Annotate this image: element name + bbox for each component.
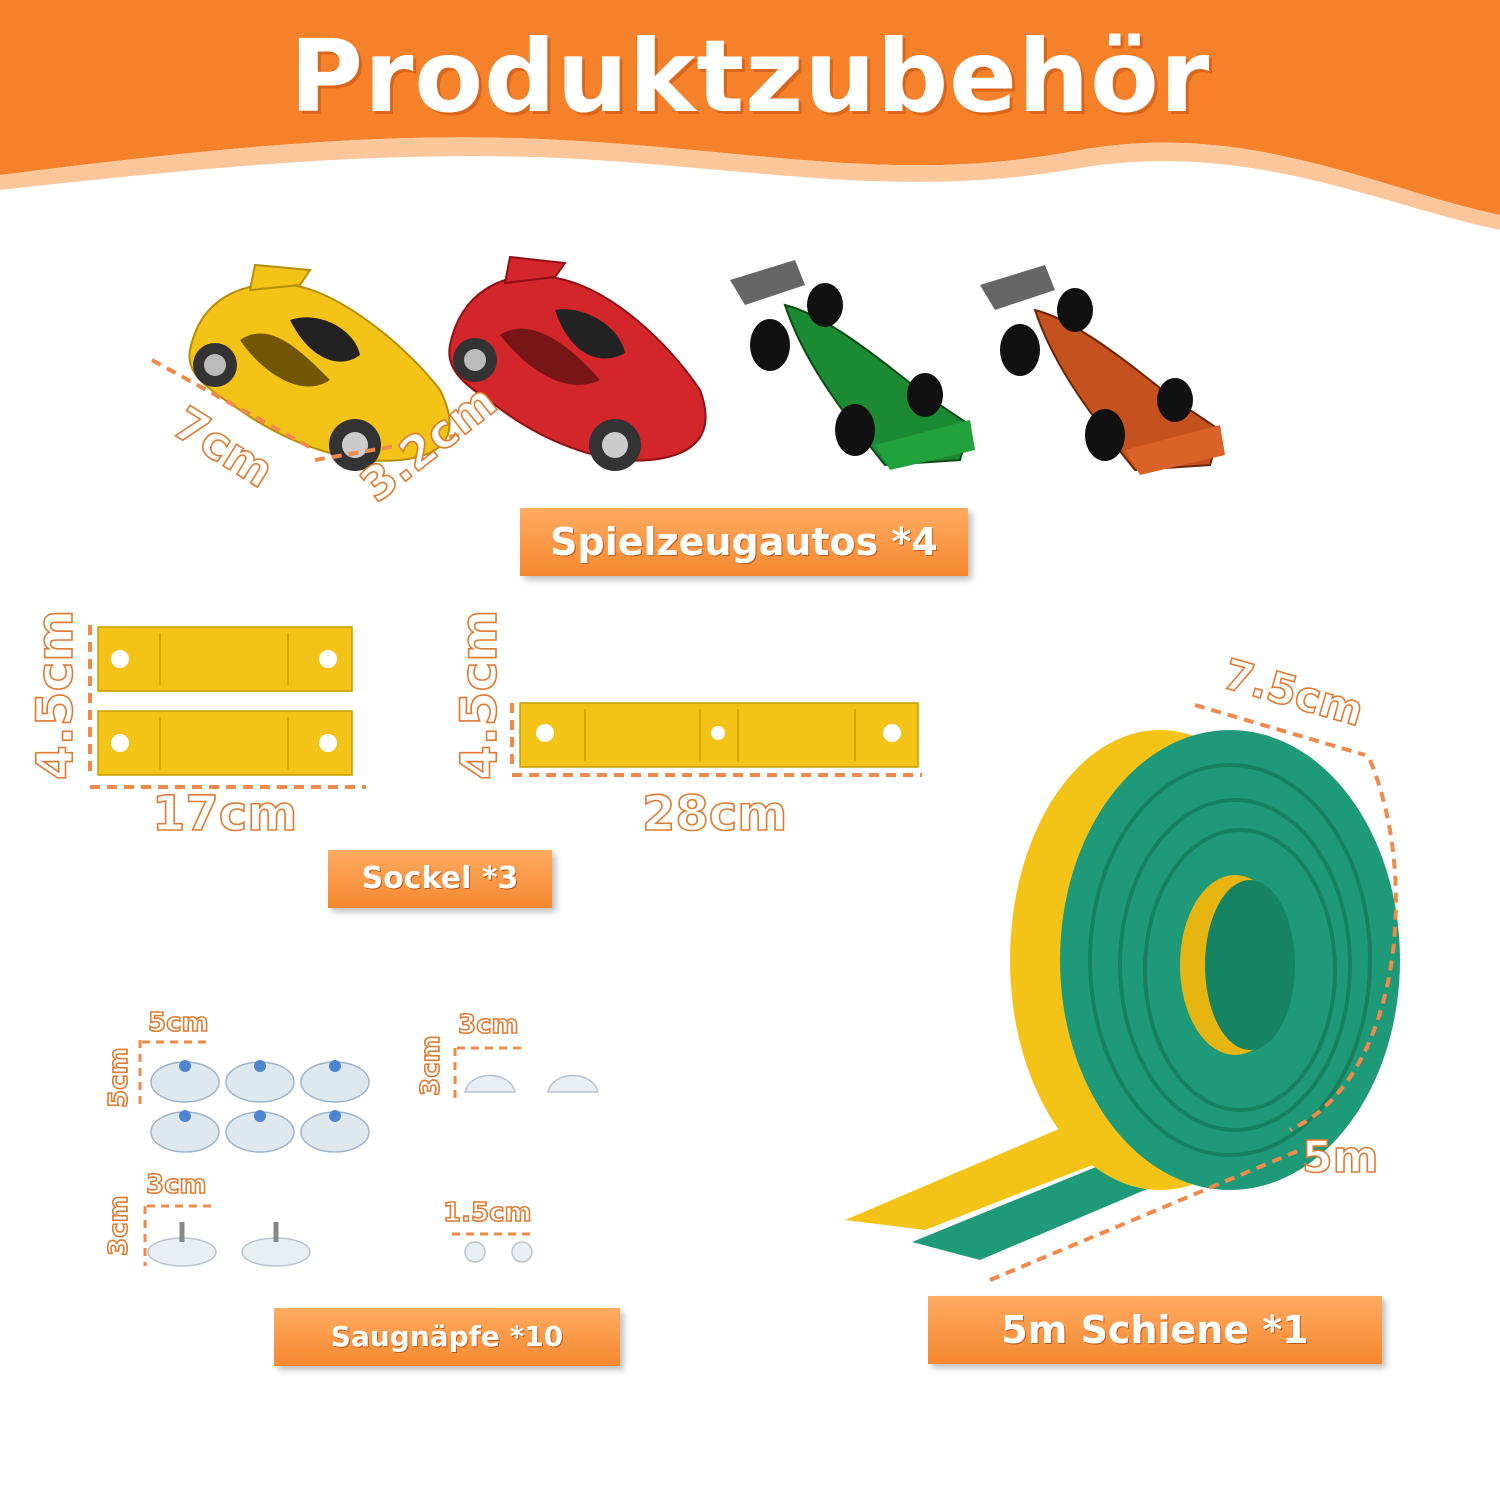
track-label: 5m Schiene *1 <box>928 1296 1382 1364</box>
suction-group1-height-dim: 5cm <box>103 1047 135 1109</box>
header-banner <box>0 0 1500 230</box>
page-title: Produktzubehör <box>289 18 1211 135</box>
suction-cups-image <box>138 1040 599 1267</box>
suction-group3-width-dim: 3cm <box>145 1169 207 1201</box>
suction-group2-height-dim: 3cm <box>415 1035 447 1097</box>
sockel-image <box>88 625 922 789</box>
large-sockel-height-dim: 4.5cm <box>449 609 509 781</box>
toy-cars-image <box>151 255 1225 475</box>
small-sockel <box>97 626 353 776</box>
screw-suction-cups <box>147 1237 311 1267</box>
track-length-dim: 5m <box>1301 1131 1379 1184</box>
large-suction-cups <box>150 1061 370 1153</box>
suction-label: Saugnäpfe *10 <box>274 1308 620 1366</box>
suction-group1-width-dim: 5cm <box>147 1007 209 1039</box>
sockel-label: Sockel *3 <box>328 850 552 908</box>
large-sockel-width-dim: 28cm <box>641 785 788 843</box>
small-sockel-width-dim: 17cm <box>151 785 298 843</box>
suction-group3-height-dim: 3cm <box>103 1195 135 1257</box>
yellow-car <box>188 263 451 471</box>
suction-group4-width-dim: 1.5cm <box>442 1197 532 1229</box>
orange-race-car <box>980 265 1225 475</box>
large-sockel <box>519 702 919 768</box>
track-roll-image <box>845 703 1400 1282</box>
small-sockel-height-dim: 4.5cm <box>25 609 85 781</box>
red-car <box>448 255 707 471</box>
medium-suction-cups <box>464 1074 599 1093</box>
green-race-car <box>730 260 975 470</box>
small-suction-cups <box>464 1241 533 1263</box>
cars-label: Spielzeugautos *4 <box>520 508 968 576</box>
suction-group2-width-dim: 3cm <box>457 1009 519 1041</box>
